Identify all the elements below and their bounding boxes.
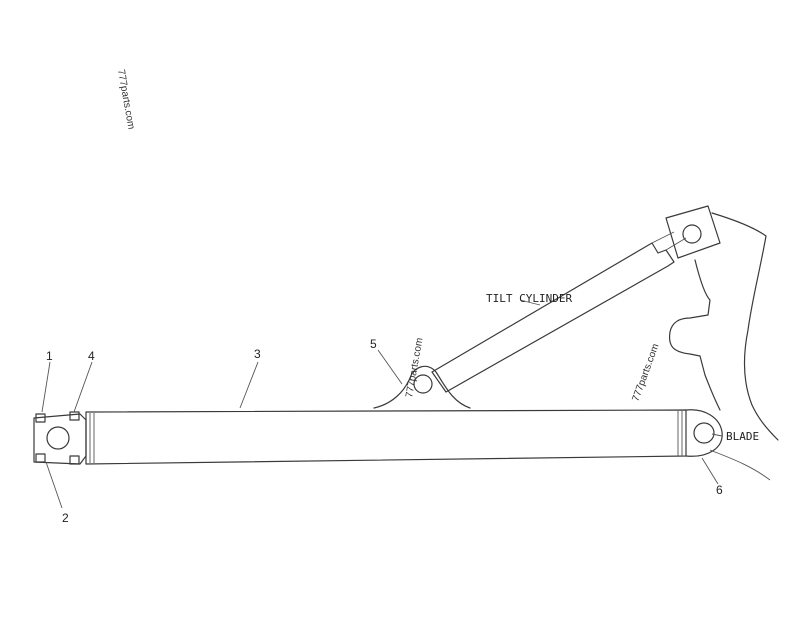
- beam-weld-left: [89, 413, 95, 463]
- bolt-bottom-right: [69, 455, 80, 465]
- bolt-top-right: [69, 411, 80, 421]
- blade-bracket: [668, 259, 721, 411]
- trunnion-mount: [373, 365, 471, 409]
- watermark-right: 777parts.com: [630, 342, 661, 403]
- callout-1: 1: [46, 349, 53, 363]
- cylinder-rod-end: [665, 205, 721, 259]
- callout-2: 2: [62, 511, 69, 525]
- leader-blade: [711, 433, 723, 437]
- callout-3: 3: [254, 347, 261, 361]
- label-tilt-cylinder: TILT CYLINDER: [486, 292, 572, 305]
- trunnion-pin: [413, 374, 433, 394]
- watermark-top-left: 777parts.com: [115, 69, 136, 131]
- blade-edge-lower: [709, 449, 771, 481]
- leader-2: [45, 461, 63, 509]
- beam-right-eye: [685, 409, 723, 457]
- leader-4: [73, 361, 93, 413]
- callout-5: 5: [370, 337, 377, 351]
- beam-weld-right: [677, 411, 683, 456]
- tilt-cylinder-body: [431, 242, 675, 393]
- callout-4: 4: [88, 349, 95, 363]
- rod-end-pin: [682, 224, 702, 244]
- leader-5: [377, 349, 403, 385]
- bolt-top-left: [35, 413, 46, 423]
- blade-outline: [711, 212, 779, 441]
- label-blade: BLADE: [726, 430, 759, 443]
- watermark-center: 777parts.com: [404, 337, 425, 399]
- leader-1: [41, 361, 51, 413]
- callout-6: 6: [716, 483, 723, 497]
- left-end-bore: [46, 426, 70, 450]
- bolt-bottom-left: [35, 453, 46, 463]
- push-arm-beam: [85, 409, 687, 465]
- leader-tilt-cylinder: [519, 299, 541, 306]
- right-eye-bore: [693, 422, 715, 444]
- leader-3: [239, 361, 259, 409]
- leader-6: [701, 457, 719, 485]
- tilt-cylinder-rod-line: [651, 231, 687, 251]
- left-end-cap: [33, 413, 87, 465]
